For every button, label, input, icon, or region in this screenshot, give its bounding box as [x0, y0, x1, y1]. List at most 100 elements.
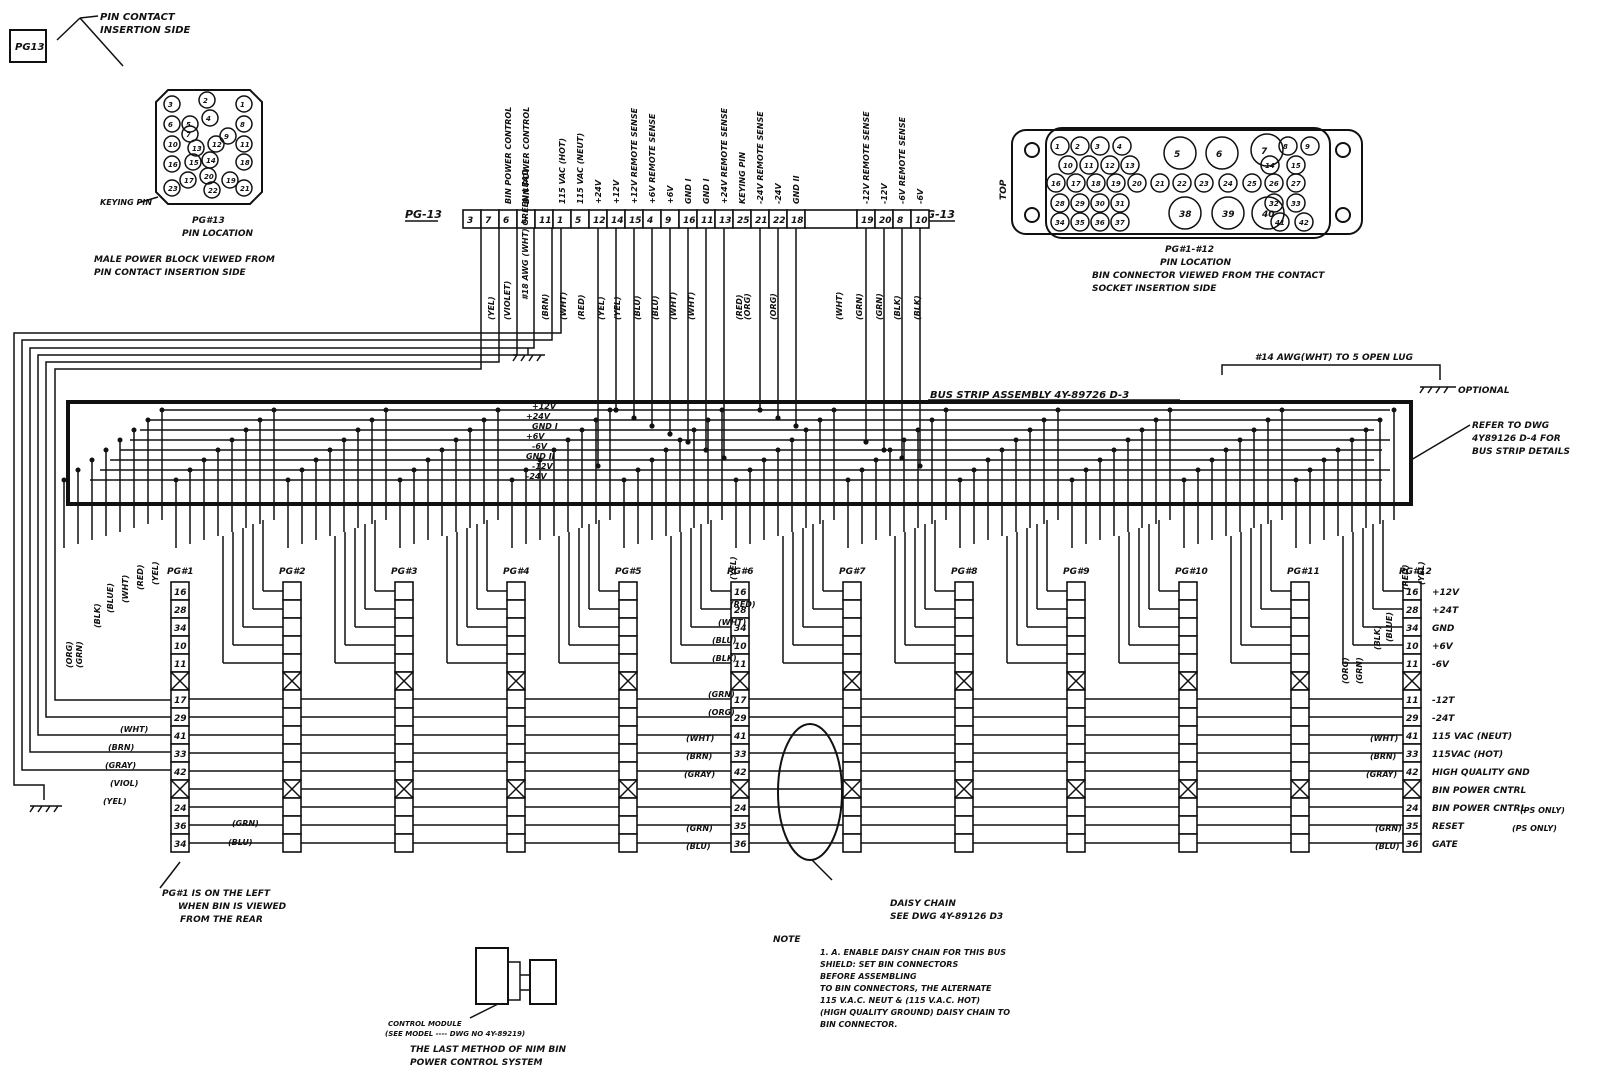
junction-dot — [1237, 437, 1243, 443]
pg12-pin-number: 30 — [1095, 200, 1105, 208]
pg12-ps-note-1: (PS ONLY) — [1520, 806, 1565, 815]
connector-pin-number: 11 — [1406, 696, 1419, 706]
junction-dot — [929, 417, 935, 423]
connector-pin — [954, 815, 974, 835]
junction-dot — [915, 427, 921, 433]
pg13-pin-number: 14 — [206, 157, 216, 165]
connector-pin — [1290, 599, 1310, 619]
pg12-function-label: 115 VAC (NEUT) — [1432, 732, 1512, 742]
pg13-strip-cell — [804, 209, 858, 229]
pg12-label-yel: (YEL) — [1417, 561, 1426, 585]
junction-dot — [369, 417, 375, 423]
pg1-note-3: FROM THE REAR — [180, 915, 263, 925]
bus-refer-note-1: REFER TO DWG — [1472, 421, 1549, 431]
connector-pin — [1290, 581, 1310, 601]
pg6-label-red: (RED) — [730, 600, 756, 609]
pg12-pin-number: 1 — [1055, 143, 1060, 151]
no-pin-mark — [954, 779, 974, 799]
junction-dot — [89, 457, 95, 463]
connector-pin — [394, 743, 414, 763]
connector-pin — [842, 797, 862, 817]
pg12-block-desc-1: BIN CONNECTOR VIEWED FROM THE CONTACT — [1092, 271, 1325, 281]
connector-pin — [282, 689, 302, 709]
pg12-pin-number: 36 — [1095, 219, 1105, 227]
pg13-pin — [163, 135, 181, 153]
pg13-wire-color: (WHT) — [559, 292, 568, 320]
pg12-large-pin-number: 39 — [1222, 210, 1235, 220]
pg12-body — [1045, 127, 1331, 239]
junction-dot — [145, 417, 151, 423]
pg12-function-label: -6V — [1432, 660, 1450, 670]
connector-pin — [1178, 689, 1198, 709]
connector-pin — [1066, 725, 1086, 745]
note-lines: 1. A. ENABLE DAISY CHAIN FOR THIS BUSSHI… — [820, 948, 1010, 1029]
junction-dot — [649, 457, 655, 463]
pg13-strip-function: GND I — [702, 178, 711, 204]
connector-pin-number: 36 — [174, 822, 187, 832]
connector-pin — [1290, 707, 1310, 727]
connector-pin — [1178, 833, 1198, 853]
pg12-pin — [1046, 173, 1066, 193]
connector-pin-number: 41 — [733, 732, 747, 742]
note-line: BEFORE ASSEMBLING — [820, 972, 917, 981]
junction-dot — [229, 437, 235, 443]
bus-lines — [90, 409, 1390, 481]
connector-pin — [282, 815, 302, 835]
connector-pin — [842, 833, 862, 853]
pg13-pin — [219, 127, 237, 145]
pg12-large-pin — [1251, 196, 1285, 230]
junction-dot — [103, 447, 109, 453]
pg12-function-label: +12V — [1432, 588, 1460, 598]
pg13-strip-pin-number: 1 — [557, 216, 563, 226]
bus-line-label: GND I — [532, 422, 558, 431]
connector-pin — [618, 707, 638, 727]
connector-name: PG#12 — [1399, 567, 1432, 577]
pg13-icon-note-2: INSERTION SIDE — [100, 25, 190, 36]
pg1-label-wht: (WHT) — [121, 575, 130, 603]
pg13-wire-color: (BLK) — [893, 295, 902, 320]
pg13-wire-color: (YEL) — [597, 296, 606, 320]
no-pin-mark — [394, 671, 414, 691]
pg6-label-blu: (BLU) — [712, 636, 737, 645]
pg13-block-desc-1: MALE POWER BLOCK VIEWED FROM — [94, 255, 275, 265]
pg13-strip-pin-number: 4 — [646, 216, 653, 226]
pg13-strip-pin-number: 3 — [467, 216, 473, 226]
pg13-icon-box — [9, 29, 47, 63]
pg12-pin — [1300, 136, 1320, 156]
no-pin-mark — [1066, 779, 1086, 799]
pg13-strip-function: -12V — [880, 183, 889, 204]
pg13-wire-color: (YEL) — [613, 296, 622, 320]
pg6-label-wht2: (WHT) — [686, 734, 714, 743]
junction-dot — [607, 407, 613, 413]
pg13-strip-pin-number: 5 — [575, 216, 581, 226]
pg13-pin-number: 19 — [226, 177, 236, 185]
junction-dot — [117, 437, 123, 443]
pg13-pin — [163, 155, 181, 173]
pg13-pin-number: 4 — [206, 115, 211, 123]
pg13-pin — [221, 171, 239, 189]
connector-pin-number: 10 — [734, 642, 747, 652]
pg12-flange — [1011, 129, 1363, 235]
pg12-label-red: (RED) — [1401, 564, 1410, 590]
pg13-block-title-1: PG#13 — [192, 216, 225, 226]
connector-pin — [1178, 725, 1198, 745]
connector-pin-number: 24 — [734, 804, 747, 814]
connector-pin — [954, 725, 974, 745]
pg13-strip-function: -6V REMOTE SENSE — [898, 116, 907, 204]
pg12-pin-number: 17 — [1071, 180, 1081, 188]
pg12-function-label: -12T — [1432, 696, 1455, 706]
pg13-pin — [201, 109, 219, 127]
pg12-label-blue: (BLUE) — [1385, 612, 1394, 642]
junction-dot — [649, 423, 655, 429]
pg12-label-org: (ORG) — [1341, 657, 1350, 684]
connector-pin — [1178, 599, 1198, 619]
junction-dot — [341, 437, 347, 443]
connector-pin — [618, 581, 638, 601]
no-pin-mark — [618, 671, 638, 691]
no-pin-mark — [506, 671, 526, 691]
pg13-strip-pin-number: 11 — [539, 216, 552, 226]
pg12-pin — [1110, 212, 1130, 232]
pg13-pin-number: 11 — [240, 141, 250, 149]
connector-name: PG#2 — [279, 567, 306, 577]
connector-pin-number: 29 — [1406, 714, 1419, 724]
